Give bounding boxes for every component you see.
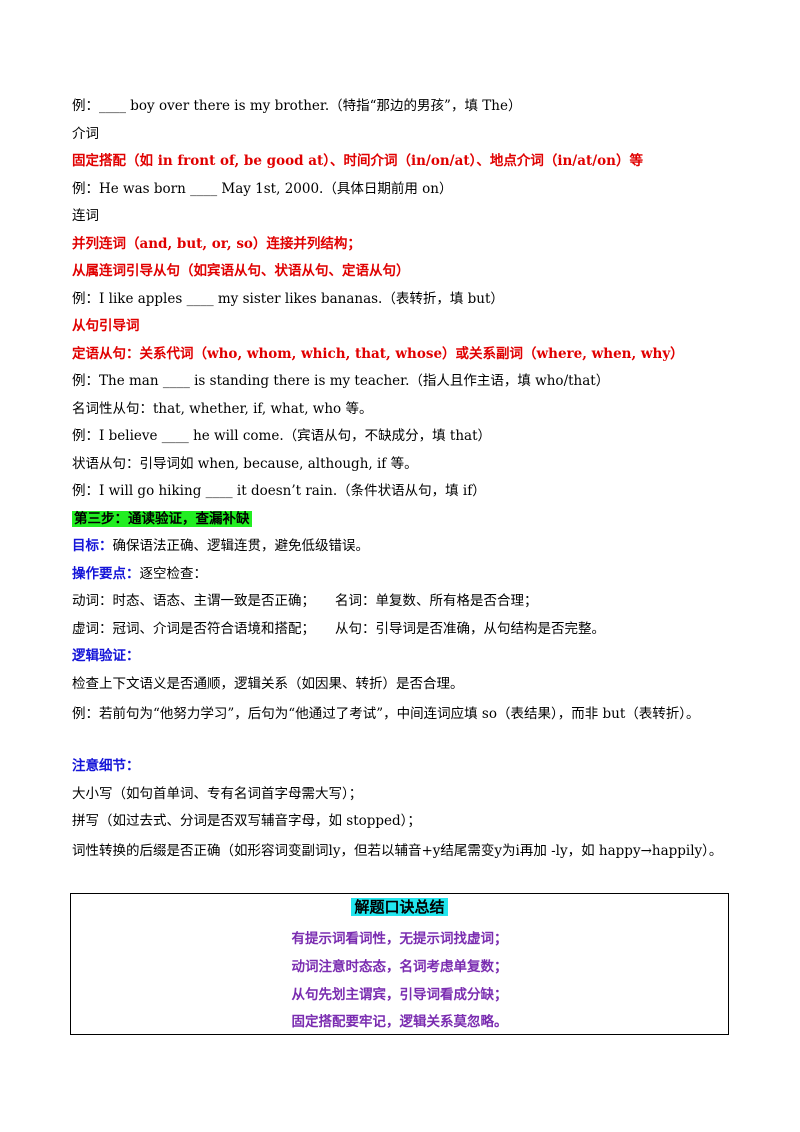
example-relative: 例：The man ____ is standing there is my t…: [72, 373, 610, 389]
subordinating-rule: 从属连词引导从句（如宾语从句、状语从句、定语从句）: [72, 263, 410, 279]
logic-text: 检查上下文语义是否通顺，逻辑关系（如因果、转折）是否合理。: [72, 676, 464, 692]
goal-text: 确保语法正确、逻辑连贯，避免低级错误。: [112, 538, 370, 554]
motto-line: 有提示词看词性，无提示词找虚词；: [291, 931, 508, 947]
goal-label: 目标：: [72, 538, 113, 554]
check-verb: 动词：时态、语态、主谓一致是否正确；: [72, 593, 315, 609]
detail-suffix: 词性转换的后缀是否正确（如形容词变副词ly，但若以辅音+y结尾需变y为i再加 -…: [72, 843, 723, 859]
summary-box: 解题口诀总结 有提示词看词性，无提示词找虚词； 动词注意时态态，名词考虑单复数；…: [70, 893, 729, 1035]
summary-title: 解题口诀总结: [71, 896, 728, 917]
ops-text: 逐空检查：: [139, 566, 208, 582]
check-clause: 从句：引导词是否准确，从句结构是否完整。: [335, 621, 605, 637]
check-line-2: 虚词：冠词、介词是否符合语境和搭配； 从句：引导词是否准确，从句结构是否完整。: [72, 619, 605, 639]
adverbial-clause-rule: 状语从句：引导词如 when, because, although, if 等。: [72, 456, 418, 472]
check-noun: 名词：单复数、所有格是否合理；: [335, 593, 538, 609]
example-adverbial: 例：I will go hiking ____ it doesn’t rain.…: [72, 483, 486, 499]
example-article: 例：____ boy over there is my brother.（特指“…: [72, 98, 522, 114]
ops-label: 操作要点：: [72, 566, 140, 582]
motto-line: 固定搭配要牢记，逻辑关系莫忽略。: [291, 1014, 508, 1030]
logic-example: 例：若前句为“他努力学习”，后句为“他通过了考试”，中间连词应填 so（表结果）…: [72, 706, 700, 722]
relative-clause-rule: 定语从句：关系代词（who, whom, which, that, whose）…: [72, 346, 684, 362]
goal-line: 目标：确保语法正确、逻辑连贯，避免低级错误。: [72, 536, 369, 556]
ops-line: 操作要点：逐空检查：: [72, 564, 207, 584]
step3-heading: 第三步：通读验证，查漏补缺: [72, 511, 252, 527]
logic-label: 逻辑验证：: [72, 648, 140, 664]
check-line-1: 动词：时态、语态、主谓一致是否正确； 名词：单复数、所有格是否合理；: [72, 591, 538, 611]
detail-label: 注意细节：: [72, 758, 140, 774]
example-noun-clause: 例：I believe ____ he will come.（宾语从句，不缺成分…: [72, 428, 492, 444]
check-function-words: 虚词：冠词、介词是否符合语境和搭配；: [72, 621, 315, 637]
example-preposition: 例：He was born ____ May 1st, 2000.（具体日期前用…: [72, 181, 453, 197]
detail-capitalization: 大小写（如句首单词、专有名词首字母需大写）；: [72, 786, 363, 802]
motto-line: 动词注意时态态，名词考虑单复数；: [291, 959, 508, 975]
section-clause-words: 从句引导词: [72, 318, 140, 334]
section-conjunction: 连词: [72, 208, 99, 224]
preposition-rule: 固定搭配（如 in front of, be good at）、时间介词（in/…: [72, 153, 643, 169]
example-conjunction: 例：I like apples ____ my sister likes ban…: [72, 291, 504, 307]
noun-clause-rule: 名词性从句：that, whether, if, what, who 等。: [72, 401, 373, 417]
motto-line: 从句先划主谓宾，引导词看成分缺；: [291, 987, 508, 1003]
coordinating-rule: 并列连词（and, but, or, so）连接并列结构；: [72, 236, 361, 252]
detail-spelling: 拼写（如过去式、分词是否双写辅音字母，如 stopped）；: [72, 813, 421, 829]
section-preposition: 介词: [72, 126, 99, 142]
